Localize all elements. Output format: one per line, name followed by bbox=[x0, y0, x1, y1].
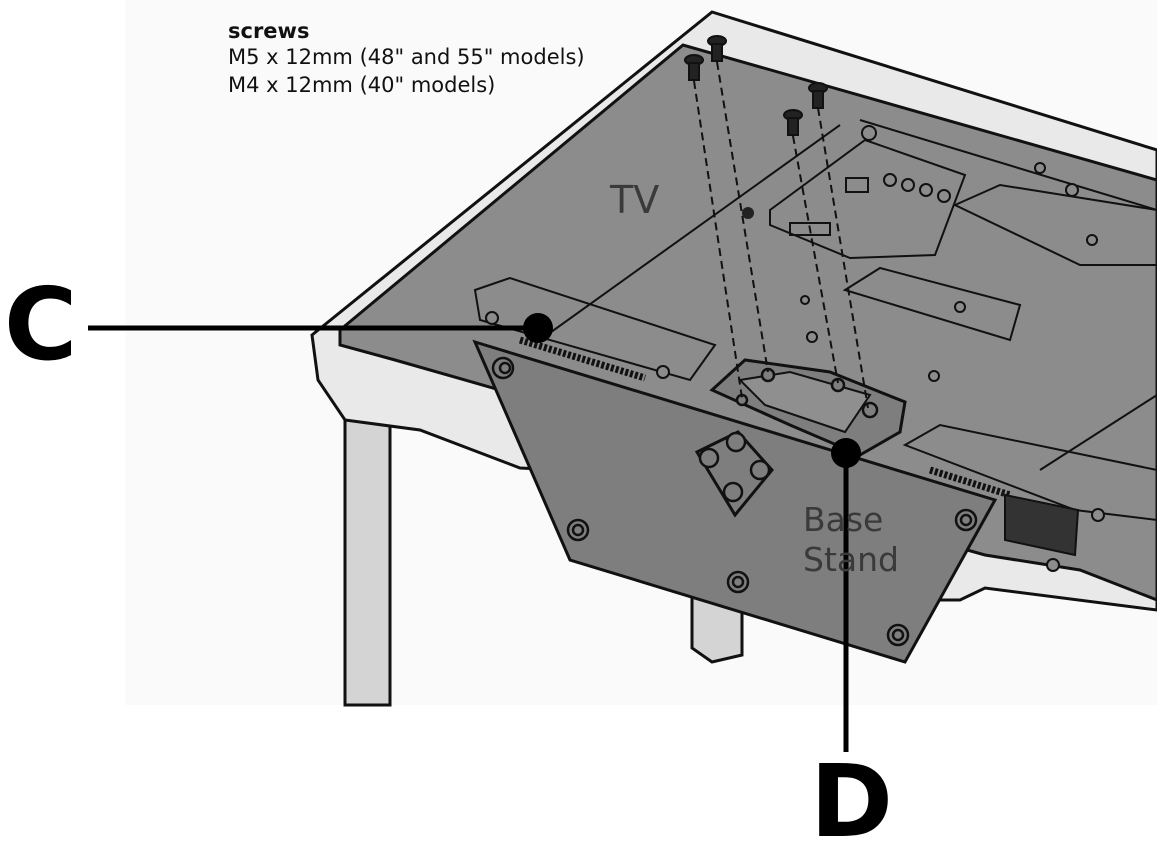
base-stand bbox=[472, 339, 998, 664]
screws-title: screws bbox=[228, 19, 310, 43]
screws-group bbox=[684, 35, 828, 136]
tv-back-holes bbox=[485, 125, 1105, 572]
callout-lines bbox=[88, 313, 861, 752]
screw-icon bbox=[684, 54, 704, 81]
stand-holes bbox=[491, 356, 978, 647]
table-leg-left bbox=[343, 398, 392, 707]
callout-c-dot bbox=[523, 313, 553, 343]
callout-d-label: D bbox=[810, 743, 894, 860]
tv-back-details bbox=[473, 119, 1157, 522]
callout-d-dot bbox=[831, 438, 861, 468]
screw-spec-48-55: M5 x 12mm (48" and 55" models) bbox=[228, 45, 585, 69]
callout-c-label: C bbox=[4, 266, 78, 383]
tv-back-panel bbox=[338, 43, 1157, 602]
base-stand-label-line2: Stand bbox=[803, 540, 899, 579]
base-stand-label-line1: Base bbox=[803, 500, 884, 539]
tv-center-hole bbox=[742, 207, 754, 219]
base-stand-label: Base Stand bbox=[803, 500, 899, 580]
table-legs bbox=[343, 398, 744, 707]
tv-label: TV bbox=[610, 178, 660, 222]
vents bbox=[518, 336, 1080, 557]
screw-icon bbox=[783, 109, 803, 136]
screw-spec-40: M4 x 12mm (40" models) bbox=[228, 73, 496, 97]
screw-icon bbox=[707, 35, 727, 62]
screw-guide-lines bbox=[693, 61, 869, 409]
